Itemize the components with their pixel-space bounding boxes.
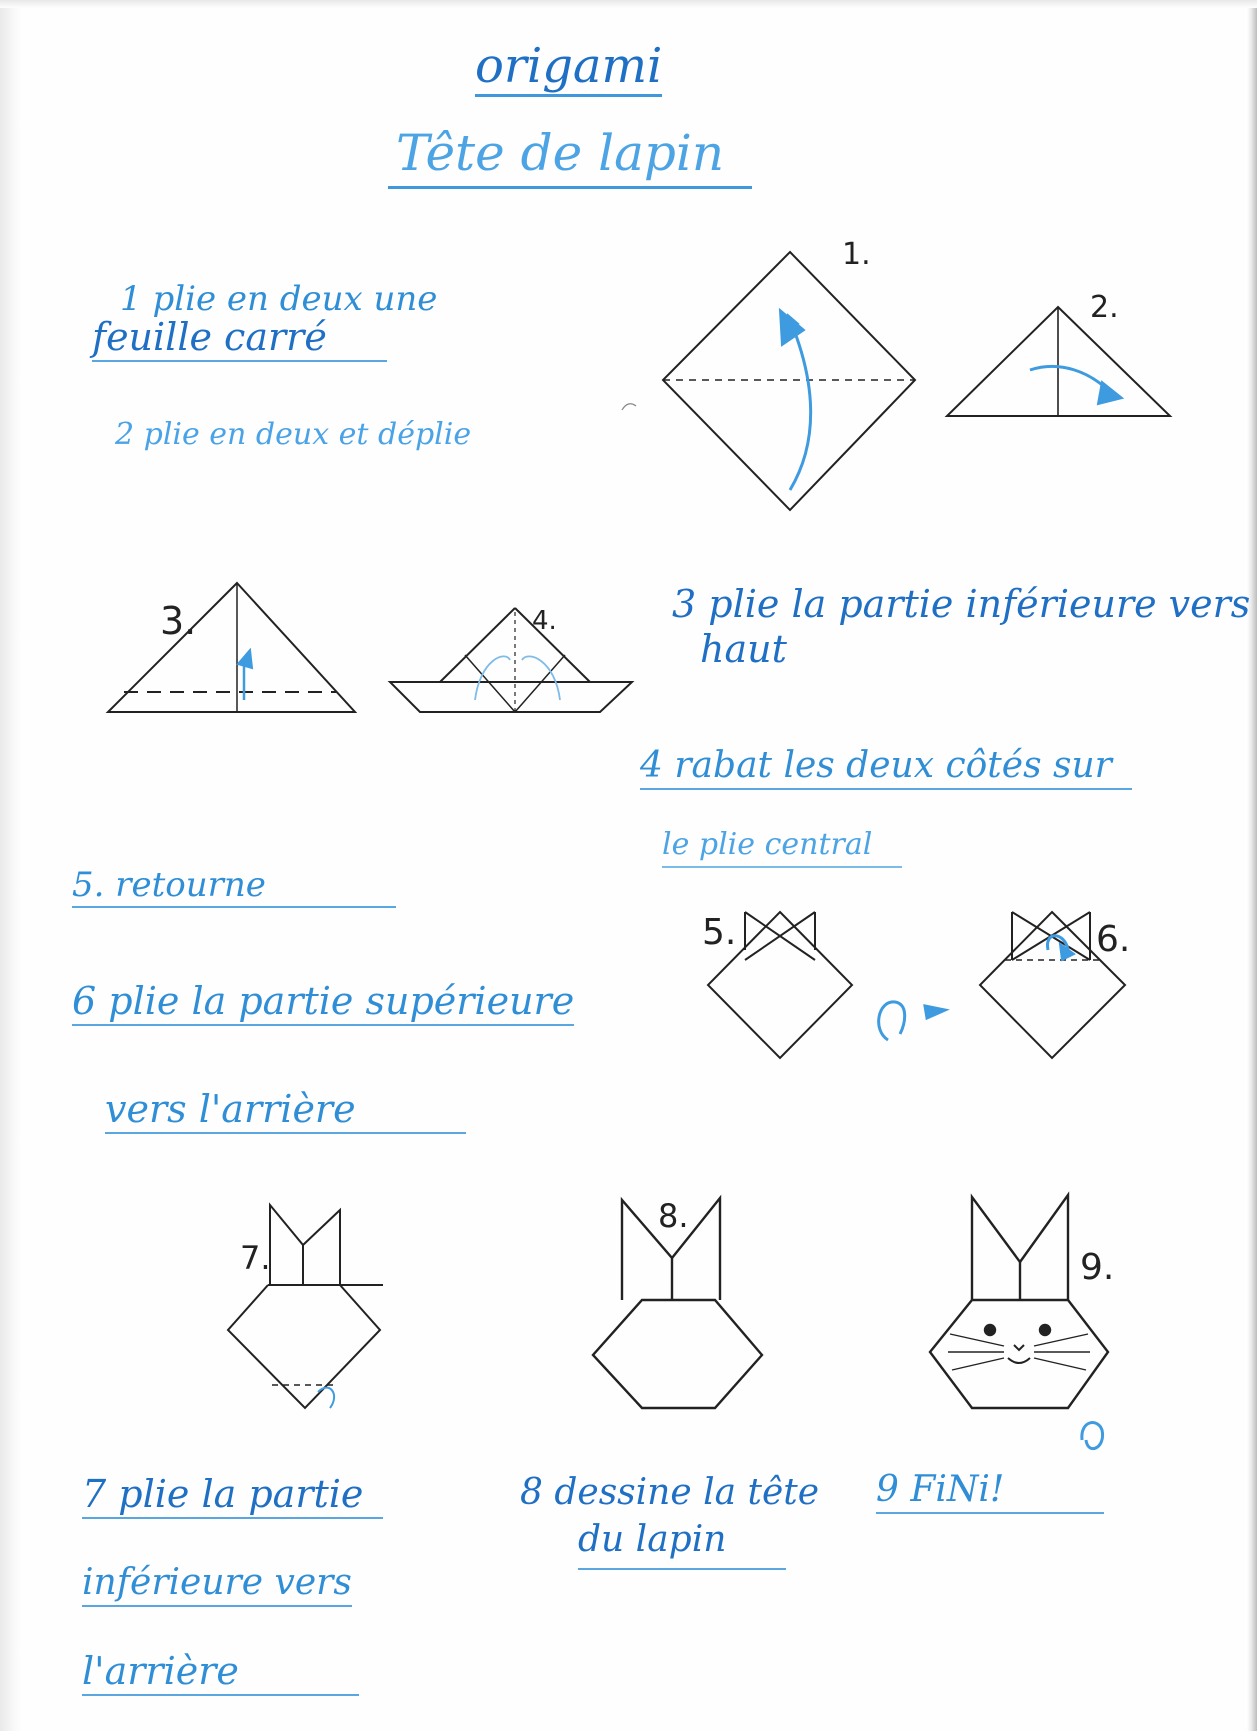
flip-arrow [879, 1002, 945, 1040]
diagram-7-bottom-back-fold [228, 1205, 383, 1408]
diagram-5-flip [708, 912, 852, 1058]
diagram-8-hexagon-head [593, 1198, 762, 1408]
diagram-9-bunny-face [930, 1195, 1108, 1449]
diagram-4-side-folds [390, 608, 632, 712]
diagram-3-bottom-fold [108, 583, 355, 712]
diagram-2-triangle-fold [947, 307, 1170, 416]
diagram-1-square-fold [622, 252, 915, 510]
diagram-6-top-fold [980, 912, 1125, 1058]
